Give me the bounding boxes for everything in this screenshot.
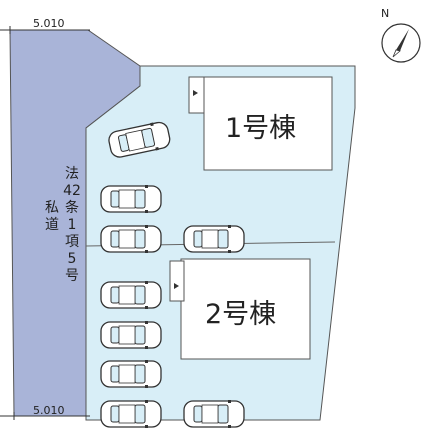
road-label-char: 42: [63, 183, 81, 199]
road-label-private-road: 私道: [42, 200, 62, 285]
parked-car-icon: [108, 121, 171, 158]
road-width-top: 5.010: [33, 17, 65, 30]
road-label-char: 5: [67, 251, 77, 267]
road-label-char: 法: [65, 166, 79, 182]
building-1-entrance: [188, 76, 205, 114]
building-2-entrance-arrow: [174, 283, 179, 289]
road-label-char: 号: [65, 268, 79, 284]
road-label-char: 私: [45, 200, 59, 216]
parked-car-icon: [183, 225, 245, 253]
parked-car-icon: [100, 225, 162, 253]
building-1-label: 1号棟: [225, 113, 297, 144]
road-label-char: 1: [67, 217, 77, 233]
parked-car-icon: [100, 400, 162, 428]
parked-car-icon: [100, 281, 162, 309]
north-label: N: [381, 7, 389, 20]
road-label-char: 道: [45, 217, 59, 233]
building-1-entrance-arrow: [193, 90, 198, 96]
road-label-char: 項: [65, 234, 79, 250]
parked-car-icon: [100, 321, 162, 349]
parking-spaces: [100, 121, 245, 428]
building-2-label: 2号棟: [205, 299, 277, 330]
parked-car-icon: [183, 400, 245, 428]
parked-car-icon: [100, 360, 162, 388]
road-label-char: 条: [65, 200, 79, 216]
north-arrow-icon: [381, 23, 421, 63]
parked-car-icon: [100, 185, 162, 213]
building-1: [203, 76, 333, 171]
building-2: [180, 258, 311, 360]
building-2-entrance: [169, 260, 185, 302]
road-width-bottom: 5.010: [33, 404, 65, 417]
